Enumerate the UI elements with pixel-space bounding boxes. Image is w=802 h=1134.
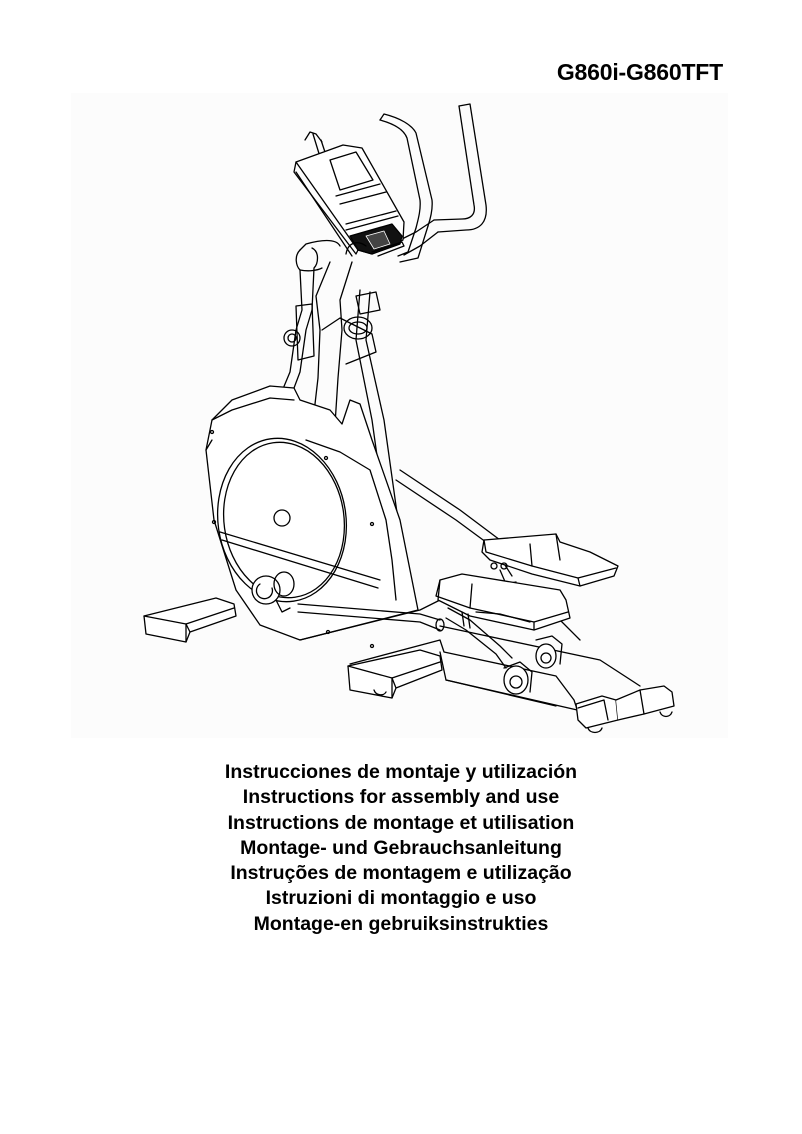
flywheel-housing-icon [205, 385, 419, 649]
left-pedal-icon [435, 573, 571, 631]
subtitle-portuguese: Instruções de montagem e utilização [230, 862, 572, 885]
elliptical-trainer-illustration [71, 93, 728, 738]
subtitle-english: Instructions for assembly and use [242, 786, 560, 809]
rear-foot-icon [143, 597, 237, 643]
subtitle-spanish: Instrucciones de montaje y utilización [224, 761, 578, 783]
crank-icon [251, 571, 295, 613]
model-title: G860i-G860TFT [556, 59, 723, 85]
middle-foot-icon [347, 649, 443, 699]
elliptical-trainer-drawing [143, 103, 675, 734]
left-handlebar-icon [379, 113, 433, 263]
console-icon [293, 144, 405, 257]
subtitle-german: Montage- und Gebrauchsanleitung [240, 836, 562, 859]
subtitle-french: Instructions de montage et utilisation [227, 811, 575, 834]
subtitle-dutch: Montage-en gebruiksinstrukties [253, 912, 549, 935]
subtitle-italian: Istruzioni di montaggio e uso [265, 887, 537, 910]
front-foot-icon [575, 685, 675, 734]
instructions-title-block: Instrucciones de montaje y utilización I… [0, 760, 802, 937]
right-handlebar-icon [399, 103, 487, 256]
right-pedal-icon [481, 533, 619, 587]
pedal-linkage-icon [445, 607, 563, 695]
